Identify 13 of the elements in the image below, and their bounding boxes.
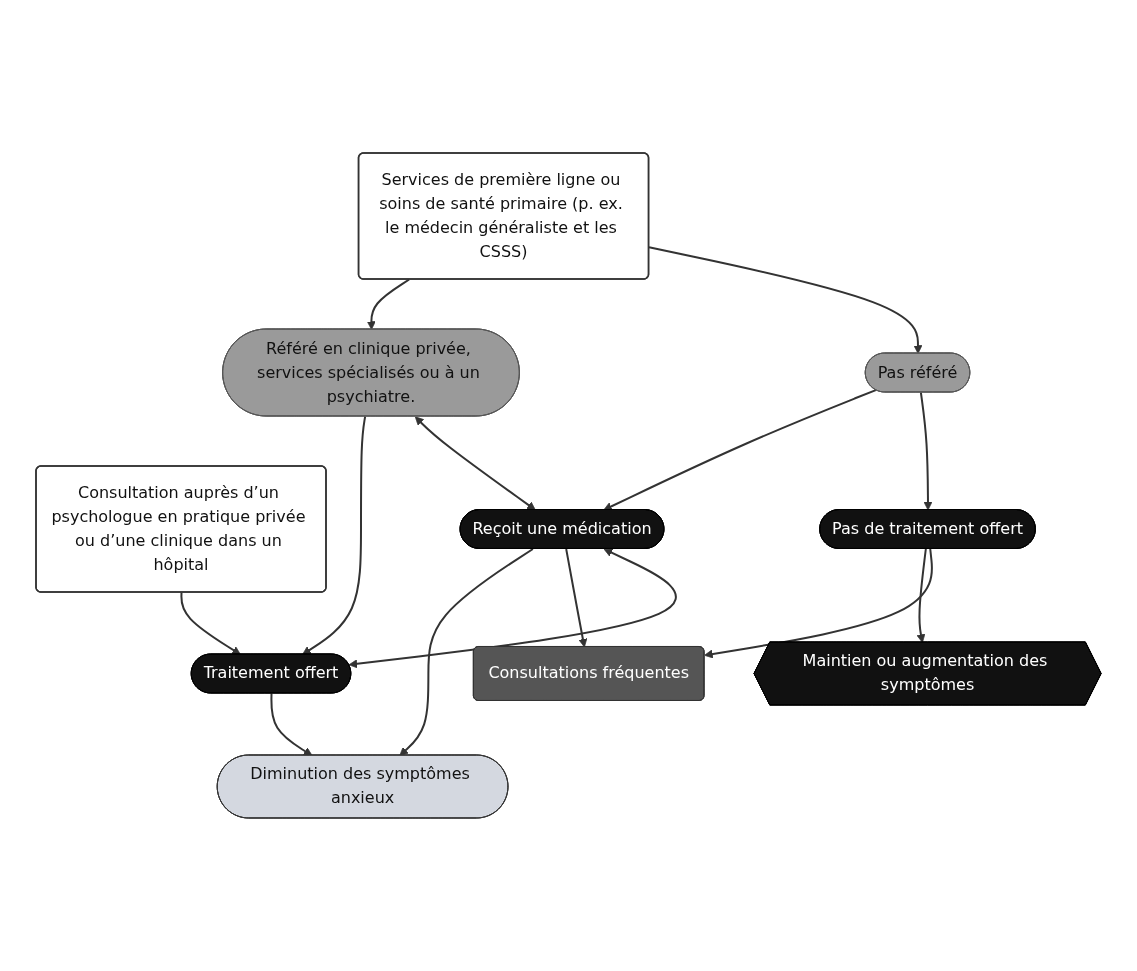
arrow [366, 278, 411, 330]
arrow [180, 591, 241, 655]
arrow [916, 548, 927, 643]
arrow [704, 548, 933, 659]
arrow [565, 548, 588, 648]
arrow [603, 389, 877, 511]
arrow [399, 548, 534, 756]
arrow [348, 548, 677, 669]
arrow [270, 692, 313, 756]
arrow [414, 416, 536, 511]
arrow [648, 246, 923, 354]
arrow [919, 391, 933, 511]
arrow [302, 415, 367, 655]
